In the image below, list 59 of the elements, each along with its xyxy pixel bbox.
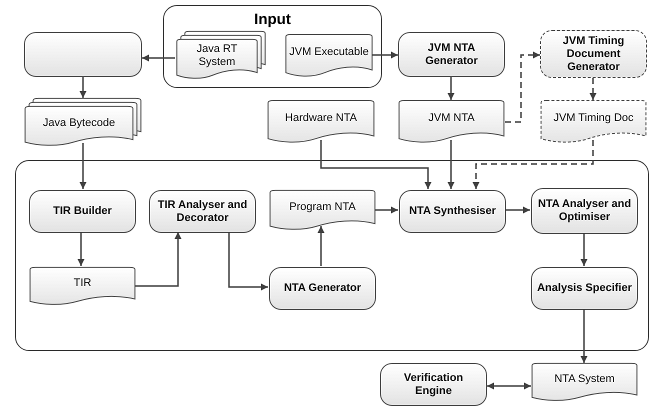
process-box: [269, 267, 376, 310]
dashed-arrow: [505, 52, 540, 123]
arrow: [505, 206, 530, 214]
arrow: [318, 226, 324, 266]
document-label: Hardware NTA: [285, 112, 357, 125]
arrow: [448, 140, 454, 189]
process-label: TIR Builder: [53, 205, 112, 218]
document-stack: [176, 31, 266, 81]
process-box: [540, 30, 647, 78]
document-shape: [269, 190, 376, 232]
arrow: [375, 206, 398, 214]
arrow: [142, 54, 175, 62]
dashed-arrow: [590, 78, 596, 100]
process-box: [531, 188, 638, 234]
group-container: [163, 5, 382, 88]
process-label: TIR Analyser and Decorator: [156, 198, 248, 224]
document-shape: [267, 100, 375, 145]
arrow: [320, 140, 432, 189]
arrow: [580, 309, 588, 363]
process-label: NTA Synthesiser: [409, 205, 496, 218]
process-box: [531, 267, 638, 310]
document-label: JVM Timing Doc: [553, 112, 634, 125]
process-label: NTA Analyser and Optimiser: [536, 198, 632, 224]
process-box: [29, 190, 136, 233]
process-box: [24, 32, 142, 77]
process-label: NTA Generator: [284, 282, 361, 295]
document-label: Program NTA: [289, 200, 356, 214]
arrow: [487, 382, 531, 390]
document-label: JVM Executable: [289, 46, 369, 59]
arrow: [448, 77, 454, 100]
document-label: JVM NTA: [428, 112, 475, 125]
group-title: Input: [253, 10, 292, 30]
document-shape: [398, 100, 505, 145]
document-label: TIR: [74, 276, 92, 290]
arrow: [80, 143, 86, 189]
arrow: [228, 232, 268, 290]
arrow: [80, 77, 86, 98]
document-shape: [29, 267, 136, 307]
document-shape: [531, 363, 638, 403]
arrow: [580, 233, 588, 266]
process-box: [398, 32, 505, 77]
process-box: [380, 363, 487, 406]
process-box: [149, 190, 256, 233]
process-label: Analysis Specifier: [537, 282, 632, 295]
dashed-arrow: [472, 140, 594, 189]
process-box: [399, 190, 506, 233]
process-label: Verification Engine: [402, 372, 464, 398]
arrow: [372, 52, 398, 58]
document-shape: [540, 100, 647, 145]
process-label: JVM Timing Document Generator: [562, 34, 626, 74]
document-label: Java Bytecode: [42, 116, 116, 130]
arrow: [78, 232, 84, 266]
document-label: NTA System: [554, 372, 615, 386]
process-label: JVM NTA Generator: [424, 42, 479, 68]
arrow: [135, 232, 182, 287]
document-stack: [24, 98, 142, 148]
group-container: [15, 160, 649, 351]
document-shape: [285, 34, 373, 79]
document-label: Java RT System: [196, 43, 238, 69]
